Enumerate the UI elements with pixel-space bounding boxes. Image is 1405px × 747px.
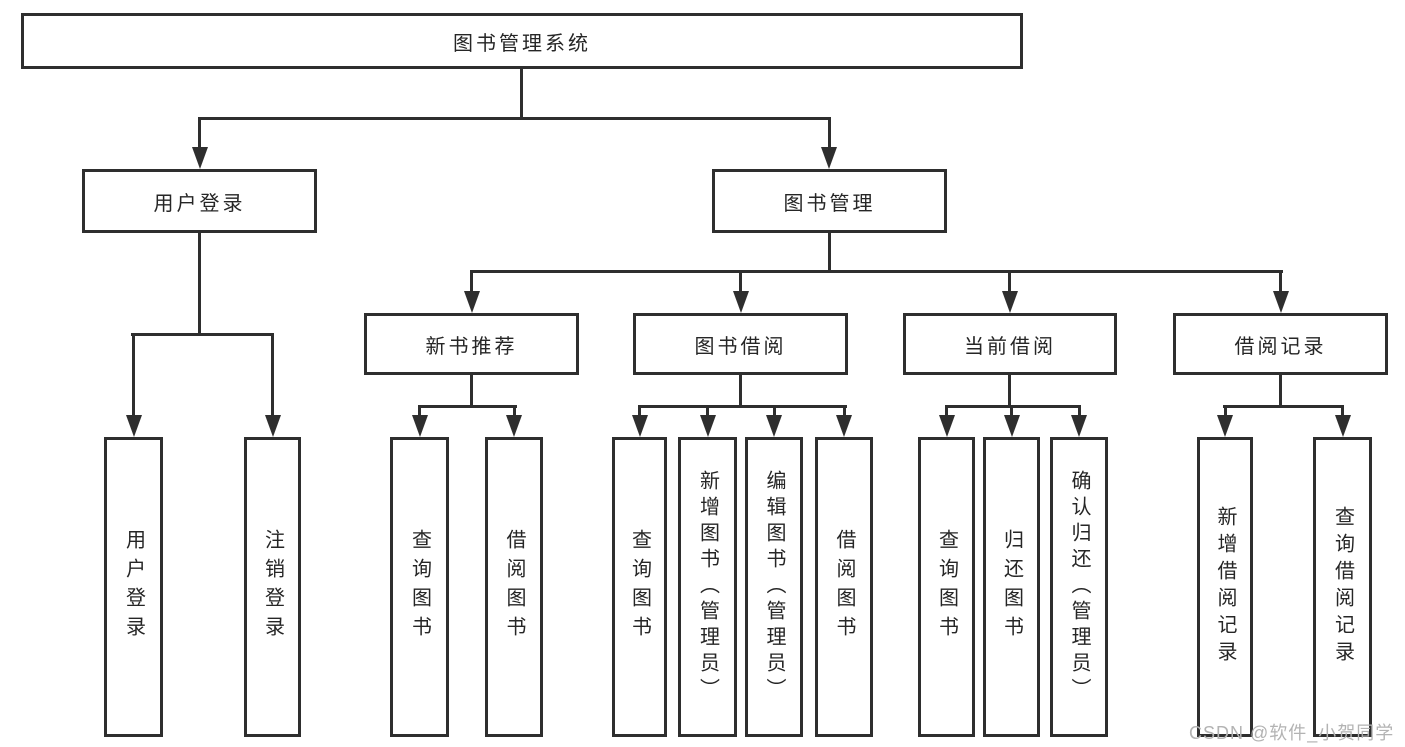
arrow-down-icon — [1335, 415, 1351, 437]
connector-line — [271, 333, 274, 416]
connector-line — [843, 405, 846, 417]
arrow-down-icon — [939, 415, 955, 437]
arrow-down-icon — [412, 415, 428, 437]
connector-line — [1279, 270, 1282, 292]
arrow-down-icon — [700, 415, 716, 437]
arrow-down-icon — [733, 291, 749, 313]
arrow-down-icon — [506, 415, 522, 437]
connector-line — [470, 270, 1283, 273]
connector-line — [418, 405, 517, 408]
connector-line — [1010, 405, 1013, 417]
connector-line — [1341, 405, 1344, 417]
node-current-borrowing: 当前借阅 — [903, 313, 1117, 375]
connector-line — [198, 117, 201, 149]
arrow-down-icon — [821, 147, 837, 169]
arrow-down-icon — [1004, 415, 1020, 437]
arrow-down-icon — [1071, 415, 1087, 437]
arrow-down-icon — [464, 291, 480, 313]
leaf-query-books-recommend: 查询图书 — [390, 437, 449, 737]
connector-line — [470, 375, 473, 407]
node-borrowing-records: 借阅记录 — [1173, 313, 1388, 375]
node-book-management: 图书管理 — [712, 169, 947, 233]
connector-line — [418, 405, 421, 417]
arrow-down-icon — [632, 415, 648, 437]
leaf-add-book-admin: 新增图书（管理员） — [678, 437, 737, 737]
leaf-query-books-borrowing: 查询图书 — [612, 437, 667, 737]
arrow-down-icon — [1273, 291, 1289, 313]
connector-line — [198, 233, 201, 335]
arrow-down-icon — [265, 415, 281, 437]
connector-line — [198, 117, 831, 120]
connector-line — [1078, 405, 1081, 417]
arrow-down-icon — [1002, 291, 1018, 313]
connector-line — [470, 270, 473, 292]
connector-line — [131, 333, 274, 336]
leaf-query-borrow-record: 查询借阅记录 — [1313, 437, 1372, 737]
arrow-down-icon — [126, 415, 142, 437]
arrow-down-icon — [836, 415, 852, 437]
connector-line — [773, 405, 776, 417]
connector-line — [828, 233, 831, 272]
leaf-logout: 注销登录 — [244, 437, 301, 737]
leaf-add-borrow-record: 新增借阅记录 — [1197, 437, 1253, 737]
connector-line — [132, 333, 135, 416]
connector-line — [1008, 270, 1011, 292]
connector-line — [513, 405, 516, 417]
node-new-book-recommend: 新书推荐 — [364, 313, 579, 375]
arrow-down-icon — [192, 147, 208, 169]
arrow-down-icon — [766, 415, 782, 437]
connector-line — [1224, 405, 1227, 417]
connector-line — [520, 69, 523, 119]
leaf-confirm-return-admin: 确认归还（管理员） — [1050, 437, 1108, 737]
watermark: CSDN @软件_小贺同学 — [1189, 723, 1395, 743]
node-user-login: 用户登录 — [82, 169, 317, 233]
arrow-down-icon — [1217, 415, 1233, 437]
node-library-system: 图书管理系统 — [21, 13, 1023, 69]
connector-line — [638, 405, 641, 417]
connector-line — [638, 405, 847, 408]
leaf-edit-book-admin: 编辑图书（管理员） — [745, 437, 803, 737]
connector-line — [706, 405, 709, 417]
connector-line — [739, 375, 742, 407]
node-book-borrowing: 图书借阅 — [633, 313, 848, 375]
leaf-borrow-books-recommend: 借阅图书 — [485, 437, 543, 737]
connector-line — [1223, 405, 1344, 408]
leaf-user-login: 用户登录 — [104, 437, 163, 737]
connector-line — [945, 405, 1081, 408]
leaf-query-books-current: 查询图书 — [918, 437, 975, 737]
leaf-borrow-books-borrowing: 借阅图书 — [815, 437, 873, 737]
connector-line — [828, 117, 831, 149]
connector-line — [1008, 375, 1011, 407]
connector-line — [945, 405, 948, 417]
connector-line — [1279, 375, 1282, 407]
connector-line — [739, 270, 742, 292]
leaf-return-books: 归还图书 — [983, 437, 1040, 737]
